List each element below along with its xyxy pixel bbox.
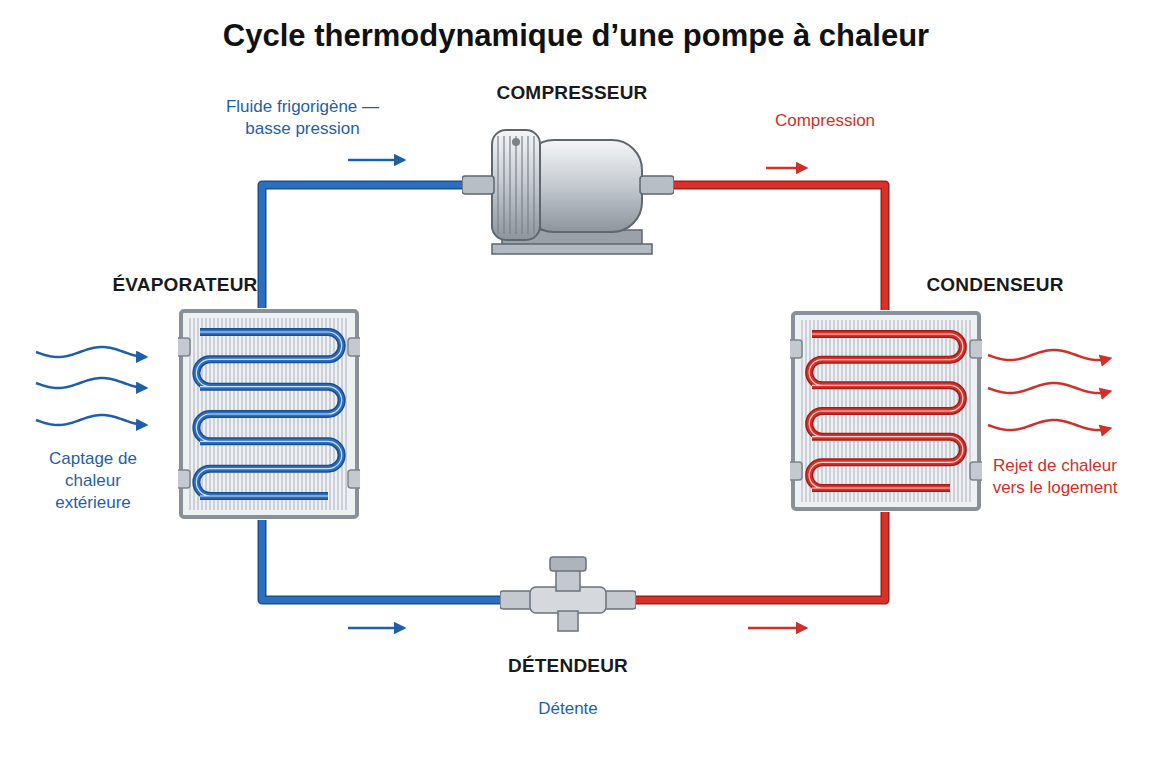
valve-drawing bbox=[500, 555, 636, 645]
heat-exchanger: CONDENSEUR bbox=[790, 310, 982, 512]
compressor-drawing bbox=[462, 118, 674, 258]
node-title: CONDENSEUR bbox=[926, 274, 1063, 296]
refrigerant-pipe bbox=[262, 185, 462, 308]
coil-tube bbox=[196, 332, 341, 496]
node-heading: COMPRESSEUR bbox=[496, 82, 647, 104]
coil-tube bbox=[809, 334, 963, 488]
fitting bbox=[348, 470, 360, 488]
node-heading: ÉVAPORATEUR bbox=[112, 274, 257, 296]
node-heading: DÉTENDEUR Détente bbox=[508, 655, 628, 719]
valve-cap bbox=[550, 557, 586, 571]
coil-tube bbox=[196, 332, 341, 496]
note-label: Rejet de chaleur vers le logement bbox=[980, 455, 1130, 499]
edge-label: Fluide frigorigène — basse pression bbox=[205, 96, 400, 140]
coil-highlight bbox=[196, 332, 341, 496]
diagram-title: Cycle thermodynamique d’une pompe à chal… bbox=[0, 18, 1152, 54]
fins bbox=[802, 320, 970, 502]
valve-bottom bbox=[558, 611, 578, 631]
fitting bbox=[348, 338, 360, 356]
node-title: COMPRESSEUR bbox=[496, 82, 647, 104]
fitting bbox=[790, 462, 802, 480]
refrigerant-pipe bbox=[636, 512, 885, 600]
valve-nut bbox=[602, 591, 636, 609]
compressor-head bbox=[492, 130, 540, 240]
heat-wave bbox=[36, 415, 146, 425]
node-heading: CONDENSEUR bbox=[926, 274, 1063, 296]
fitting bbox=[970, 462, 982, 480]
fitting bbox=[178, 338, 190, 356]
node-subtitle: Détente bbox=[508, 699, 628, 719]
heat-wave bbox=[36, 378, 146, 388]
heat-wave bbox=[988, 383, 1110, 393]
refrigerant-pipe bbox=[262, 520, 500, 600]
pipe-outline bbox=[262, 520, 500, 600]
node-title: DÉTENDEUR bbox=[508, 655, 628, 677]
compressor-body bbox=[524, 140, 642, 232]
exchanger-frame bbox=[793, 313, 979, 509]
coil-highlight bbox=[809, 334, 963, 488]
fitting bbox=[178, 470, 190, 488]
note-label: Captage de chaleur extérieure bbox=[38, 448, 148, 514]
outlet-fitting bbox=[640, 176, 674, 194]
heat-wave bbox=[36, 347, 146, 357]
pipe-outline bbox=[262, 185, 462, 308]
inlet-fitting bbox=[462, 176, 494, 194]
pipe bbox=[636, 512, 885, 600]
pipe-outline bbox=[674, 185, 885, 310]
bolt bbox=[512, 138, 520, 146]
valve-nut bbox=[500, 591, 534, 609]
pipe bbox=[262, 185, 462, 308]
refrigerant-pipe bbox=[674, 185, 885, 310]
compressor-ribs bbox=[498, 136, 534, 234]
heat-wave bbox=[988, 350, 1110, 360]
compressor-foot bbox=[492, 244, 652, 254]
node-title: ÉVAPORATEUR bbox=[112, 274, 257, 296]
exchanger-frame bbox=[181, 311, 357, 517]
heat-exchanger: ÉVAPORATEUR bbox=[178, 308, 360, 520]
fitting bbox=[970, 340, 982, 358]
coil-tube bbox=[809, 334, 963, 488]
fitting bbox=[790, 340, 802, 358]
expansion-valve: DÉTENDEURDétente bbox=[500, 555, 636, 645]
heat-wave bbox=[988, 420, 1110, 430]
pipe-outline bbox=[636, 512, 885, 600]
pipe bbox=[674, 185, 885, 310]
edge-label: Compression bbox=[745, 110, 905, 132]
coil-drawing bbox=[178, 308, 360, 520]
compressor: COMPRESSEUR bbox=[462, 118, 674, 258]
pipe bbox=[262, 520, 500, 600]
title-text: Cycle thermodynamique d’une pompe à chal… bbox=[223, 18, 929, 53]
fins bbox=[190, 318, 346, 510]
valve-stem bbox=[556, 569, 580, 591]
coil-drawing bbox=[790, 310, 982, 512]
